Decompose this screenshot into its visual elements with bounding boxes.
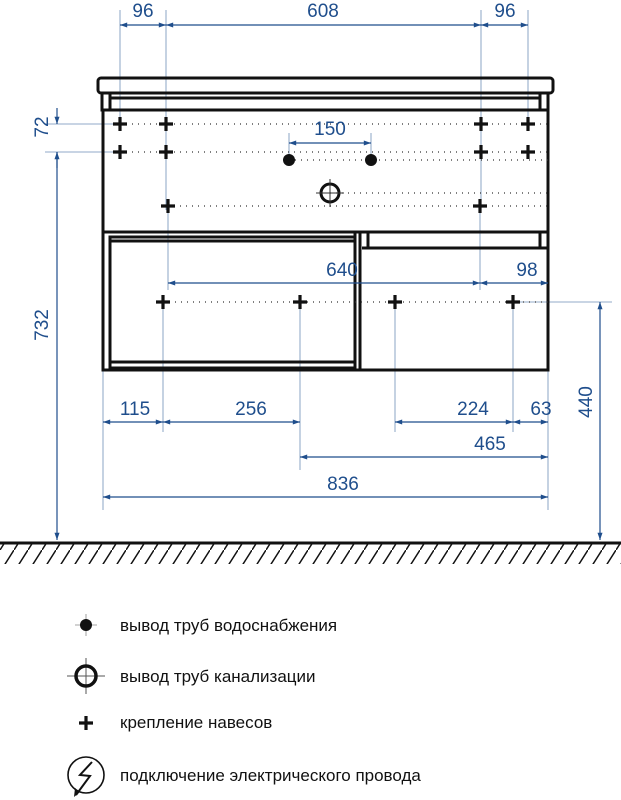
mounting-cross-icon [77, 714, 95, 732]
dim-98: 98 [516, 260, 537, 281]
dim-224: 224 [457, 399, 489, 420]
dim-836: 836 [327, 474, 359, 495]
mounting-points [111, 115, 537, 311]
dim-732: 732 [32, 309, 53, 341]
dim-top-left: 96 [132, 1, 153, 22]
dim-465: 465 [474, 434, 506, 455]
dim-72: 72 [32, 116, 53, 137]
dim-440: 440 [576, 386, 597, 418]
legend-sewer: вывод труб канализации [120, 667, 316, 686]
electric-connection-icon [67, 756, 105, 797]
dim-256: 256 [235, 399, 267, 420]
dim-63: 63 [530, 399, 551, 420]
legend: вывод труб водоснабжения вывод труб кана… [67, 614, 421, 797]
sewer-pipe-icon [67, 658, 105, 694]
water-supply-points [283, 154, 377, 166]
sewer-outlet [316, 179, 344, 207]
dimension-labels: 96 608 96 150 72 732 640 98 440 115 256 … [32, 1, 597, 495]
legend-electric: подключение электрического провода [120, 766, 421, 785]
dim-top-middle: 608 [307, 1, 339, 22]
dim-top-right: 96 [494, 1, 515, 22]
dimension-lines [54, 22, 603, 540]
guide-lines [120, 123, 548, 303]
legend-mounting: крепление навесов [120, 713, 272, 732]
dim-115: 115 [120, 399, 150, 420]
dim-640: 640 [326, 260, 358, 281]
legend-water-supply: вывод труб водоснабжения [120, 616, 337, 635]
water-supply-icon [75, 614, 97, 636]
dim-water-spacing: 150 [314, 119, 346, 140]
floor [0, 541, 621, 564]
